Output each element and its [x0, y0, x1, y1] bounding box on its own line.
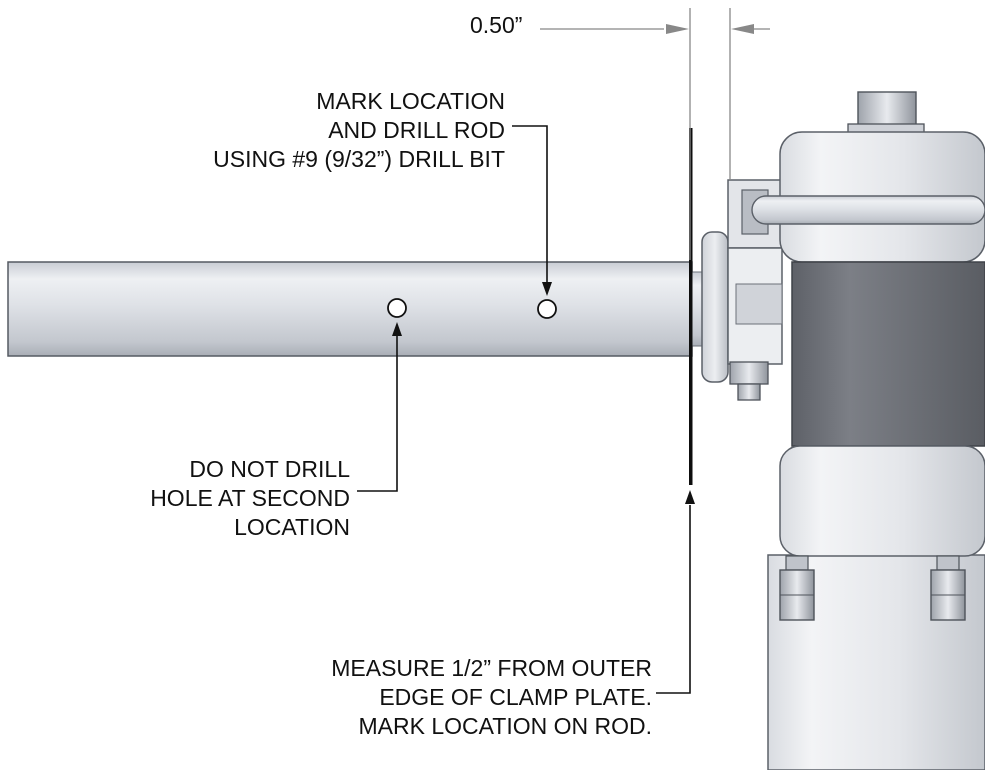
clamp-plate	[701, 231, 729, 383]
leader-no-drill	[357, 332, 398, 492]
bottom-nut-left	[779, 555, 815, 621]
measure-note-line: EDGE OF CLAMP PLATE.	[379, 684, 652, 710]
measure-reference-line	[689, 128, 693, 485]
measure-note-line: MEASURE 1/2” FROM OUTER	[331, 655, 652, 681]
drill-note-line: MARK LOCATION	[316, 88, 505, 114]
top-cap	[847, 91, 925, 139]
lower-collar	[779, 445, 985, 557]
leader-no-drill-arrow	[392, 322, 402, 336]
drill-note-line: AND DRILL ROD	[328, 117, 505, 143]
leader-measure	[656, 505, 691, 694]
drill-location-hole	[537, 299, 557, 319]
no-drill-note-line: DO NOT DRILL	[189, 456, 350, 482]
dimension-arrow-right	[731, 24, 754, 34]
measure-note-line: MARK LOCATION ON ROD.	[358, 713, 653, 739]
no-drill-note-line: LOCATION	[234, 514, 350, 540]
leader-measure-arrow	[685, 490, 695, 504]
dimension-label: 0.50”	[470, 12, 523, 38]
second-location-hole	[387, 298, 407, 318]
bracket-bolt	[729, 361, 769, 401]
rod	[7, 261, 693, 357]
leader-drill-arrow	[542, 282, 552, 296]
measure-note: MEASURE 1/2” FROM OUTER EDGE OF CLAMP PL…	[331, 654, 652, 741]
drill-note-line: USING #9 (9/32”) DRILL BIT	[213, 146, 505, 172]
clamp-band	[791, 261, 985, 447]
dimension-arrow-left	[666, 24, 689, 34]
bottom-nut-right	[930, 555, 966, 621]
u-bolt	[751, 195, 985, 225]
no-drill-note-line: HOLE AT SECOND	[150, 485, 350, 511]
no-drill-note: DO NOT DRILL HOLE AT SECOND LOCATION	[150, 455, 350, 542]
drill-note: MARK LOCATION AND DRILL ROD USING #9 (9/…	[213, 87, 505, 174]
leader-drill	[512, 125, 548, 285]
